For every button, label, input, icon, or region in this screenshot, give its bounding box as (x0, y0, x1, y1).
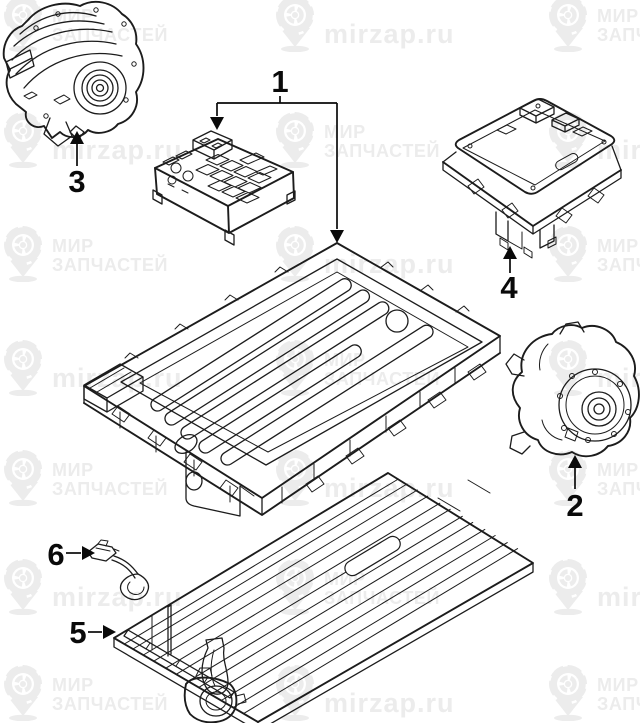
brand-pin-logo-icon (274, 557, 316, 615)
battery-pack-drawing (83, 242, 501, 517)
brand-pin-logo-icon (2, 557, 44, 615)
part-5-floor-panel-drawing (113, 472, 534, 723)
brand-pin-logo-icon (274, 110, 316, 168)
brand-pin-logo-icon (547, 0, 589, 52)
part-2-generator-drawing (505, 321, 640, 458)
brand-pin-logo-icon (2, 110, 44, 168)
callout-5-label: 5 (69, 615, 86, 650)
part-3-motor-drawing (2, 0, 145, 147)
brand-pin-logo-icon (2, 224, 44, 282)
callout-1-label: 1 (271, 64, 288, 99)
watermark-site-text: mirzap.ru (597, 582, 640, 612)
brand-pin-logo-icon (547, 448, 589, 506)
callout-2-label: 2 (566, 488, 583, 523)
brand-pin-logo-icon (274, 663, 316, 721)
callout-4-label: 4 (500, 270, 518, 305)
callout-5: 5 (69, 615, 116, 650)
callout-4: 4 (500, 246, 518, 305)
brand-pin-logo-icon (274, 224, 316, 282)
brand-pin-logo-icon (547, 663, 589, 721)
brand-pin-logo-icon (547, 557, 589, 615)
brand-pin-logo-icon (2, 338, 44, 396)
watermark-site-text: mirzap.ru (324, 688, 455, 718)
brand-pin-logo-icon (547, 224, 589, 282)
part-1-relay-block-drawing (152, 130, 296, 246)
brand-pin-logo-icon (2, 663, 44, 721)
callout-3: 3 (68, 131, 86, 199)
watermark-unit-site: mirzap.ru (0, 557, 183, 615)
watermark-unit-site: mirzap.ru (272, 0, 455, 52)
callout-3-label: 3 (68, 164, 85, 199)
callout-6: 6 (47, 537, 95, 572)
watermark-site-text: mirzap.ru (52, 582, 183, 612)
part-6-cable-drawing (87, 539, 150, 601)
watermark-unit-site: mirzap.ru (272, 224, 455, 282)
watermark-unit-site: mirzap.ru (272, 448, 455, 506)
brand-pin-logo-icon (2, 448, 44, 506)
callout-6-label: 6 (47, 537, 64, 572)
watermark-unit-site: mirzap.ru (545, 557, 640, 615)
brand-pin-logo-icon (274, 0, 316, 52)
callout-1: 1 (210, 64, 344, 243)
part-4-inverter-drawing (442, 98, 622, 259)
watermark-site-text: mirzap.ru (324, 19, 455, 49)
watermark-unit-site: mirzap.ru (272, 663, 455, 721)
callout-2: 2 (566, 455, 584, 523)
